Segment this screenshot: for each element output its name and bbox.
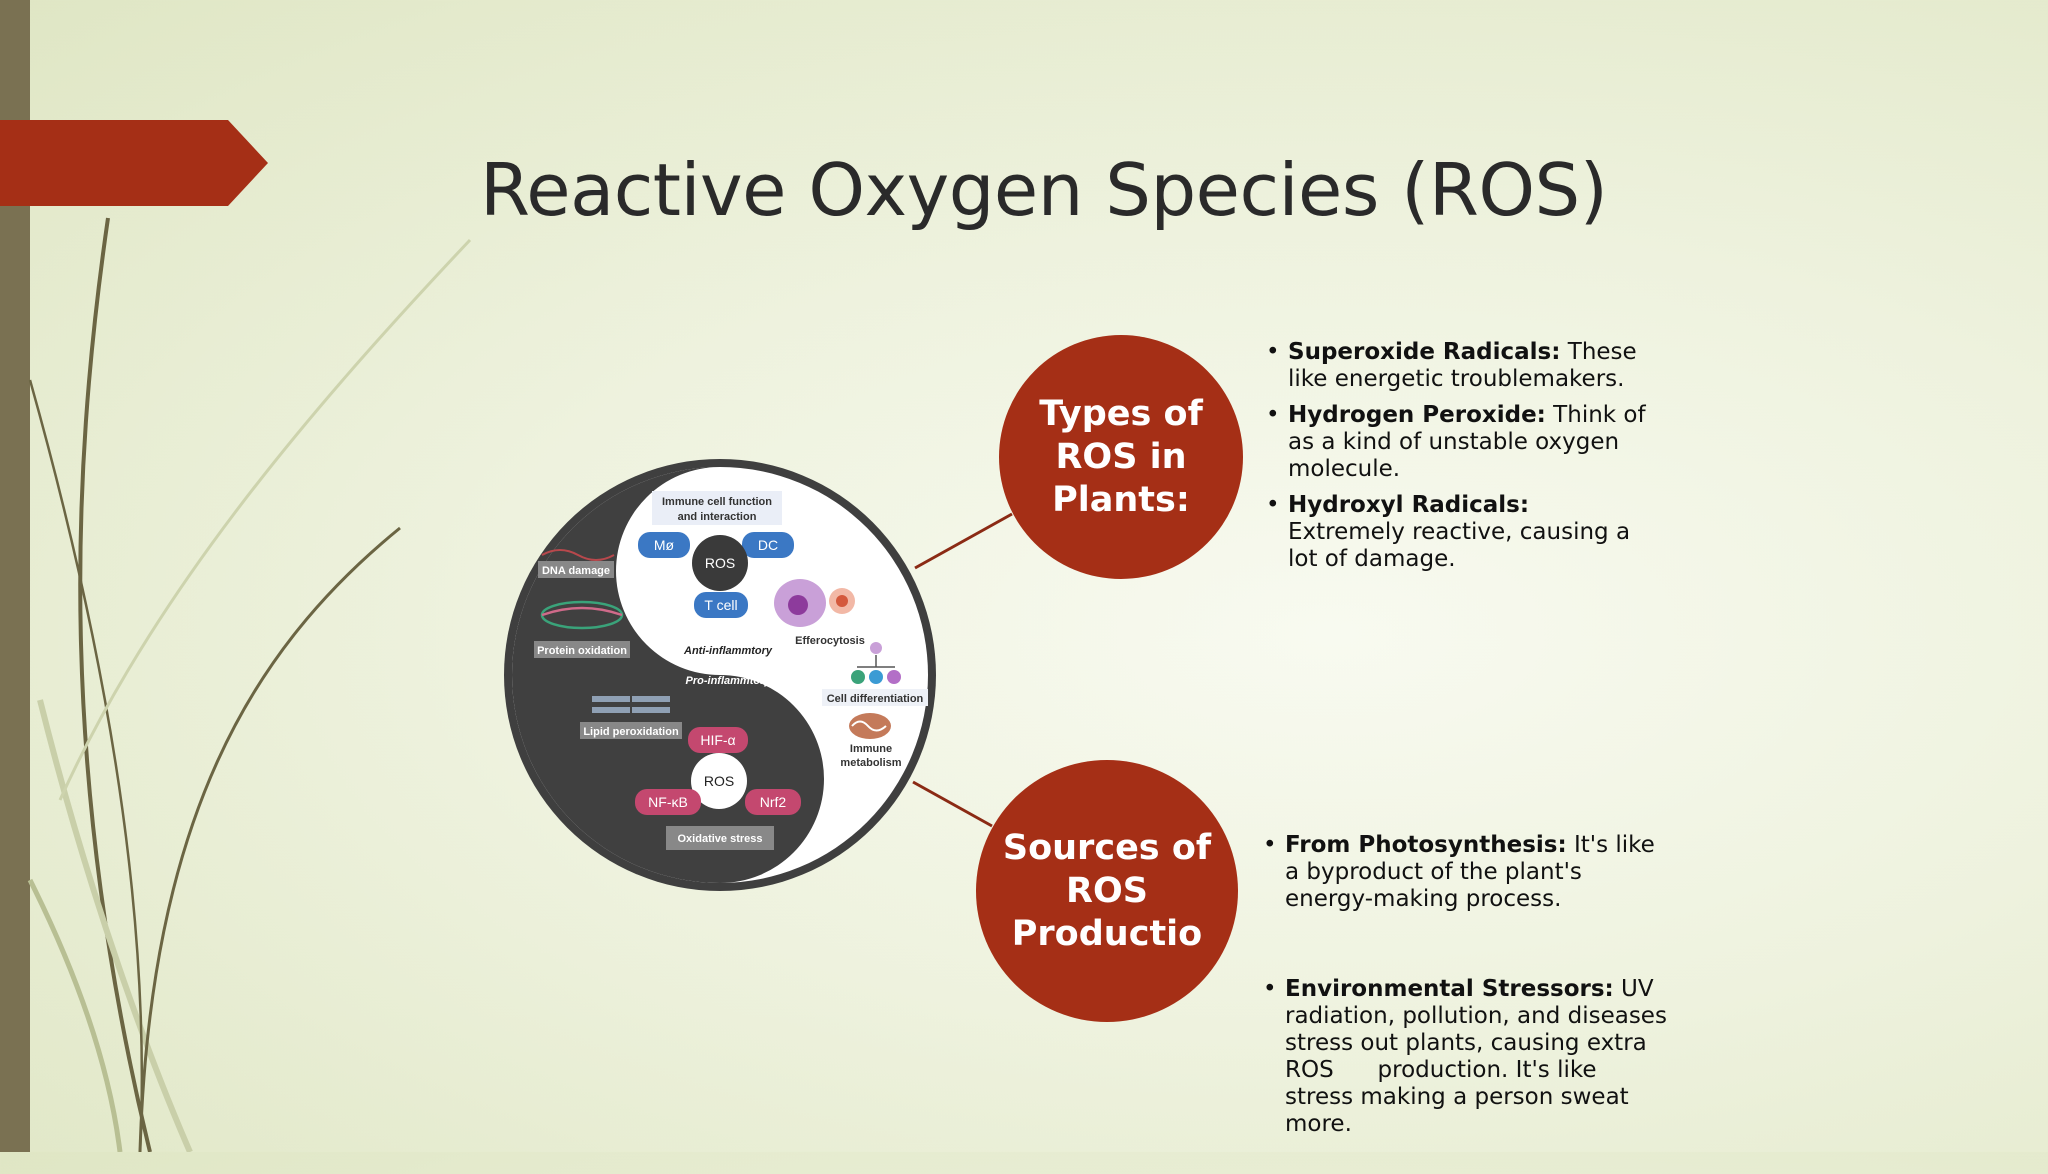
- nfkb-label: NF-κB: [648, 794, 688, 810]
- types-of-ros-list: •Superoxide Radicals: These like energet…: [1266, 339, 1646, 582]
- connector-line-types: [914, 512, 1013, 570]
- immune-heading-line1: Immune cell function: [662, 496, 772, 508]
- bullet-text: UV radiation, pollution, and diseases st…: [1285, 976, 1675, 1137]
- tcell-label: T cell: [704, 597, 737, 613]
- bullet-term: From Photosynthesis:: [1285, 832, 1567, 858]
- cell-differentiation-label: Cell differentiation: [827, 693, 924, 705]
- oxidative-stress-label: Oxidative stress: [678, 833, 763, 845]
- sources-of-ros-list: •From Photosynthesis: It's like a byprod…: [1263, 778, 1671, 1174]
- list-item: •Hydrogen Peroxide: Think of as a kind o…: [1266, 402, 1646, 482]
- list-item: •Environmental Stressors: UV radiation, …: [1263, 976, 1675, 1137]
- list-item: •From Photosynthesis: It's like a byprod…: [1263, 832, 1663, 912]
- title-arrow-tab: [0, 120, 268, 206]
- ros-yin-yang-diagram: Immune cell function and interaction Mø …: [504, 459, 936, 891]
- bullet-text: These like energetic troublemakers.: [1288, 339, 1637, 392]
- sources-circle-line2: ROS: [1066, 870, 1148, 911]
- list-item: •Superoxide Radicals: These like energet…: [1266, 339, 1637, 392]
- sources-of-ros-circle: Sources of ROS Productio: [976, 760, 1238, 1022]
- hif-label: HIF-α: [700, 732, 735, 748]
- bullet-text: Think of as a kind of unstable oxygen mo…: [1288, 402, 1646, 482]
- pro-inflammatory-label: Pro-inflammtory: [686, 675, 772, 687]
- connector-line-sources: [912, 780, 993, 828]
- sources-circle-line1: Sources of: [1002, 827, 1212, 868]
- list-item: •Hydroxyl Radicals: Extremely reactive, …: [1266, 492, 1631, 572]
- decorative-curves: [27, 217, 472, 1152]
- types-circle-line3: Plants:: [1052, 479, 1190, 520]
- immune-metabolism-line1: Immune: [850, 743, 892, 755]
- mo-label: Mø: [654, 537, 675, 553]
- nrf2-label: Nrf2: [760, 794, 787, 810]
- protein-oxidation-label: Protein oxidation: [537, 645, 627, 657]
- ros-top-label: ROS: [705, 555, 735, 571]
- bullet-text: It's like a byproduct of the plant's ene…: [1285, 832, 1663, 912]
- bullet-term: Hydrogen Peroxide:: [1288, 402, 1546, 428]
- sources-circle-line3: Productio: [1011, 913, 1203, 954]
- bullet-text: Extremely reactive, causing a lot of dam…: [1288, 519, 1631, 572]
- page-title: Reactive Oxygen Species (ROS): [480, 148, 1608, 232]
- anti-inflammatory-label: Anti-inflammtory: [683, 645, 773, 657]
- bullet-term: Environmental Stressors:: [1285, 976, 1614, 1002]
- bullet-term: Hydroxyl Radicals:: [1288, 492, 1530, 518]
- lipid-peroxidation-label: Lipid peroxidation: [583, 726, 679, 738]
- efferocytosis-label: Efferocytosis: [795, 635, 865, 647]
- ros-bottom-label: ROS: [704, 773, 734, 789]
- immune-metabolism-line2: metabolism: [840, 757, 901, 769]
- bullet-term: Superoxide Radicals:: [1288, 339, 1561, 365]
- types-circle-line1: Types of: [1039, 393, 1203, 434]
- immune-heading-line2: and interaction: [678, 511, 757, 523]
- dc-label: DC: [758, 537, 778, 553]
- types-of-ros-circle: Types of ROS in Plants:: [999, 335, 1243, 579]
- dna-damage-label: DNA damage: [542, 565, 610, 577]
- types-circle-line2: ROS in: [1055, 436, 1187, 477]
